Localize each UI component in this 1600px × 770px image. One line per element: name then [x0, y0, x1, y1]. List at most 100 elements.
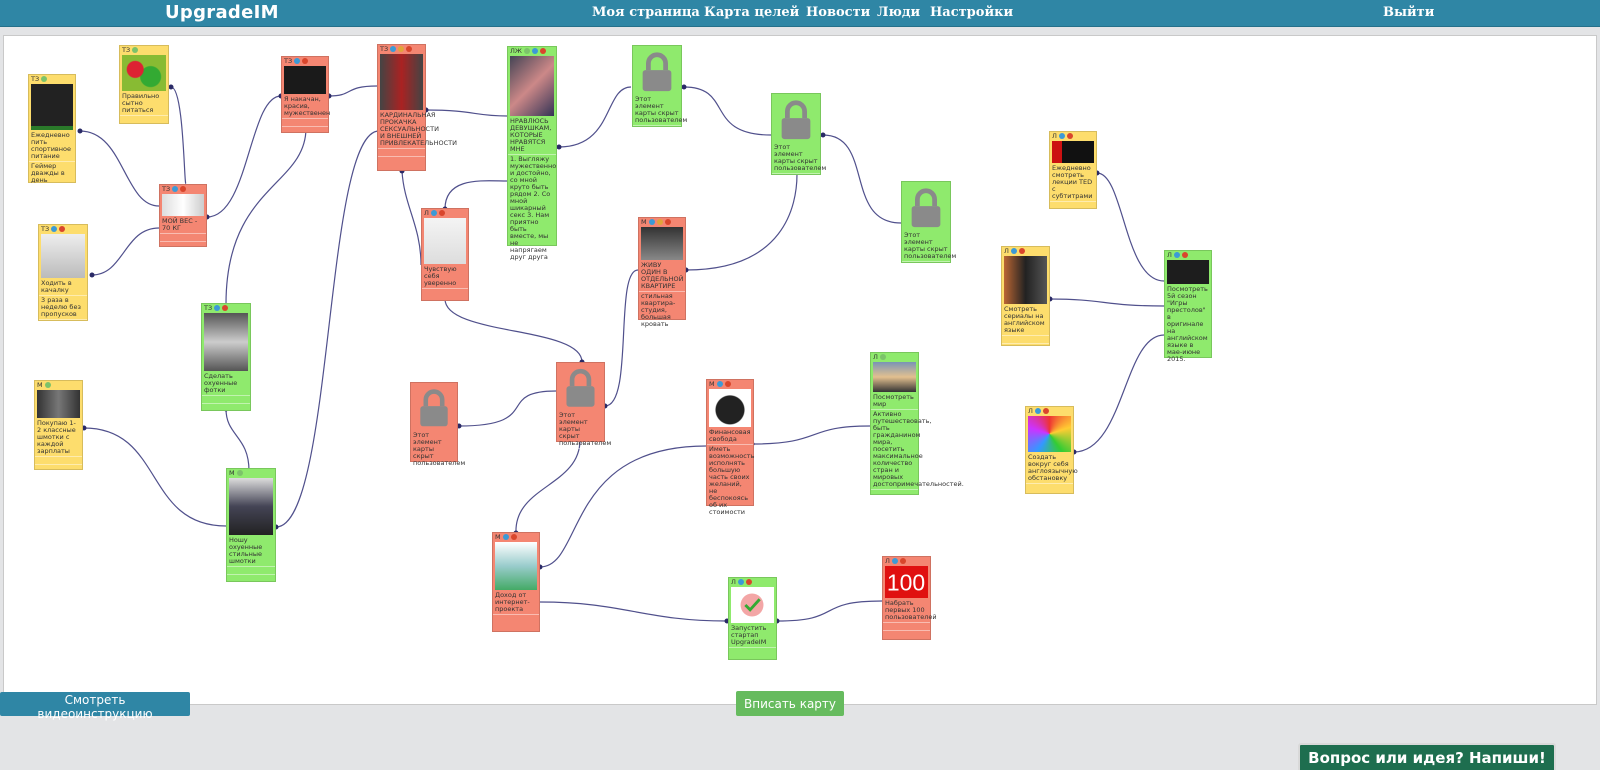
feedback-button[interactable]: Вопрос или идея? Напиши!: [1298, 743, 1556, 770]
suit-image: [37, 390, 80, 418]
goal-card[interactable]: ТЗ Ежедневно пить спортивное питание Гей…: [28, 74, 76, 186]
muscle-torso-image: [284, 66, 326, 94]
nav-goal-map[interactable]: Карта целей: [704, 5, 800, 20]
category-icon: [510, 534, 517, 540]
got-image: [1167, 260, 1209, 284]
category-icon: [539, 48, 546, 54]
top-navigation-bar: UpgradeIM Моя страница Карта целей Новос…: [0, 0, 1600, 27]
category-icon: [236, 470, 243, 476]
category-icon: [664, 219, 671, 225]
fit-map-button[interactable]: Вписать карту: [736, 691, 844, 716]
hidden-goal-card[interactable]: Этот элемент карты скрыт пользователем: [771, 93, 826, 175]
category-icon: [1066, 133, 1073, 139]
category-icon: [1018, 248, 1025, 254]
money-bag-image: [709, 389, 751, 427]
category-icon: [222, 305, 229, 311]
series-image: [1004, 256, 1047, 304]
category-icon: [1173, 252, 1180, 258]
scale-image: [162, 194, 204, 216]
nav-settings[interactable]: Настройки: [930, 5, 1014, 20]
category-icon: [891, 558, 898, 564]
goal-card[interactable]: Л 100 Набрать первых 100 пользователей: [882, 556, 937, 640]
category-icon: [390, 46, 397, 52]
category-icon: [1181, 252, 1188, 258]
category-icon: [716, 381, 723, 387]
nav-my-page[interactable]: Моя страница: [592, 5, 700, 20]
category-icon: [879, 354, 886, 360]
couple-image: [380, 54, 423, 110]
colorful-cubes-image: [1028, 416, 1071, 452]
category-icon: [745, 579, 752, 585]
goal-card[interactable]: М Финансовая свобода Иметь возможность и…: [706, 379, 754, 518]
nav-news[interactable]: Новости: [806, 5, 871, 20]
goal-links: [77, 84, 1165, 624]
video-instruction-button[interactable]: Смотреть видеоинструкцию: [0, 692, 190, 721]
goal-card[interactable]: М Ношу охуенные стильные шмотки: [226, 468, 276, 582]
hidden-goal-card[interactable]: Этот элемент карты скрыт пользователем: [556, 362, 611, 449]
goal-map-canvas[interactable]: ТЗ Ежедневно пить спортивное питание Гей…: [3, 35, 1597, 705]
goal-card[interactable]: М Покупаю 1-2 классные шмотки с каждой з…: [34, 380, 83, 470]
lock-icon: [774, 98, 818, 142]
category-icon: [502, 534, 509, 540]
category-icon: [1058, 133, 1065, 139]
category-icon: [899, 558, 906, 564]
goal-card[interactable]: Л Посмотреть мир Активно путешествовать,…: [870, 352, 964, 495]
goal-card[interactable]: М Доход от интернет-проекта: [492, 532, 540, 632]
hidden-goal-card[interactable]: Этот элемент карты скрыт пользователем: [410, 382, 465, 469]
category-icon: [430, 210, 437, 216]
category-icon: [294, 58, 301, 64]
goal-card[interactable]: ТЗ Я накачан, красив, мужественен: [281, 56, 330, 133]
lock-icon: [413, 386, 455, 430]
money-man-image: [495, 542, 537, 590]
category-icon: [302, 58, 309, 64]
goal-card[interactable]: ЛЖ НРАВЛЮСЬ ДЕВУШКАМ, КОТОРЫЕ НРАВЯТСЯ М…: [507, 46, 557, 263]
ted-image: [1052, 141, 1094, 163]
category-icon: [1034, 408, 1041, 414]
category-icon: [398, 46, 405, 52]
check-icon: [731, 587, 774, 623]
torso-photo-image: [204, 313, 248, 371]
category-icon: [737, 579, 744, 585]
category-icon: [406, 46, 413, 52]
lock-icon: [635, 50, 679, 94]
goal-card[interactable]: ТЗ Правильно сытно питаться: [119, 45, 169, 124]
lock-icon: [559, 366, 602, 410]
100-image: 100: [885, 566, 928, 598]
apartment-image: [641, 227, 683, 260]
hidden-goal-card[interactable]: Этот элемент карты скрыт пользователем: [632, 45, 687, 127]
logout-link[interactable]: Выйти: [1383, 5, 1435, 20]
goal-card[interactable]: Л Запустить стартап UpgradeIM: [728, 577, 777, 660]
category-icon: [531, 48, 538, 54]
world-image: [873, 362, 916, 392]
goal-card[interactable]: ТЗ Ходить в качалку 3 раза в неделю без …: [38, 224, 88, 321]
category-icon: [523, 48, 530, 54]
goal-card[interactable]: М ЖИВУ ОДИН В ОТДЕЛЬНОЙ КВАРТИРЕ стильна…: [638, 217, 686, 330]
category-icon: [180, 186, 187, 192]
goal-card[interactable]: Л Смотреть сериалы на английском языке: [1001, 246, 1050, 346]
category-icon: [1042, 408, 1049, 414]
goal-card[interactable]: ТЗ КАРДИНАЛЬНАЯ ПРОКАЧКА СЕКСУАЛЬНОСТИ И…: [377, 44, 457, 171]
category-icon: [51, 226, 58, 232]
goal-card[interactable]: Л Посмотреть 5й сезон "Игры престолов" в…: [1164, 250, 1212, 365]
whey-jars-image: [31, 84, 73, 130]
crowd-girls-image: [510, 56, 554, 116]
goal-card[interactable]: Л Создать вокруг себя англоязычную обста…: [1025, 406, 1078, 494]
category-icon: [724, 381, 731, 387]
hidden-goal-card[interactable]: Этот элемент карты скрыт пользователем: [901, 181, 956, 263]
logo[interactable]: UpgradeIM: [165, 2, 279, 23]
goal-card[interactable]: ТЗ Сделать охуенные фотки: [201, 303, 251, 411]
goal-card[interactable]: Л Ежедневно смотреть лекции TED с субтит…: [1049, 131, 1097, 209]
gym-man-image: [41, 234, 85, 278]
category-icon: [648, 219, 655, 225]
category-icon: [214, 305, 221, 311]
category-icon: [1010, 248, 1017, 254]
nav-people[interactable]: Люди: [877, 5, 921, 20]
category-icon: [59, 226, 66, 232]
goal-card[interactable]: Л Чувствую себя уверенно: [421, 208, 469, 301]
vegetables-image: [122, 55, 166, 91]
goal-card[interactable]: ТЗ МОЙ ВЕС - 70 КГ: [159, 184, 207, 250]
stylish-man-image: [229, 478, 273, 535]
category-icon: [41, 76, 48, 82]
svg-text:100: 100: [887, 570, 925, 596]
category-icon: [44, 382, 51, 388]
